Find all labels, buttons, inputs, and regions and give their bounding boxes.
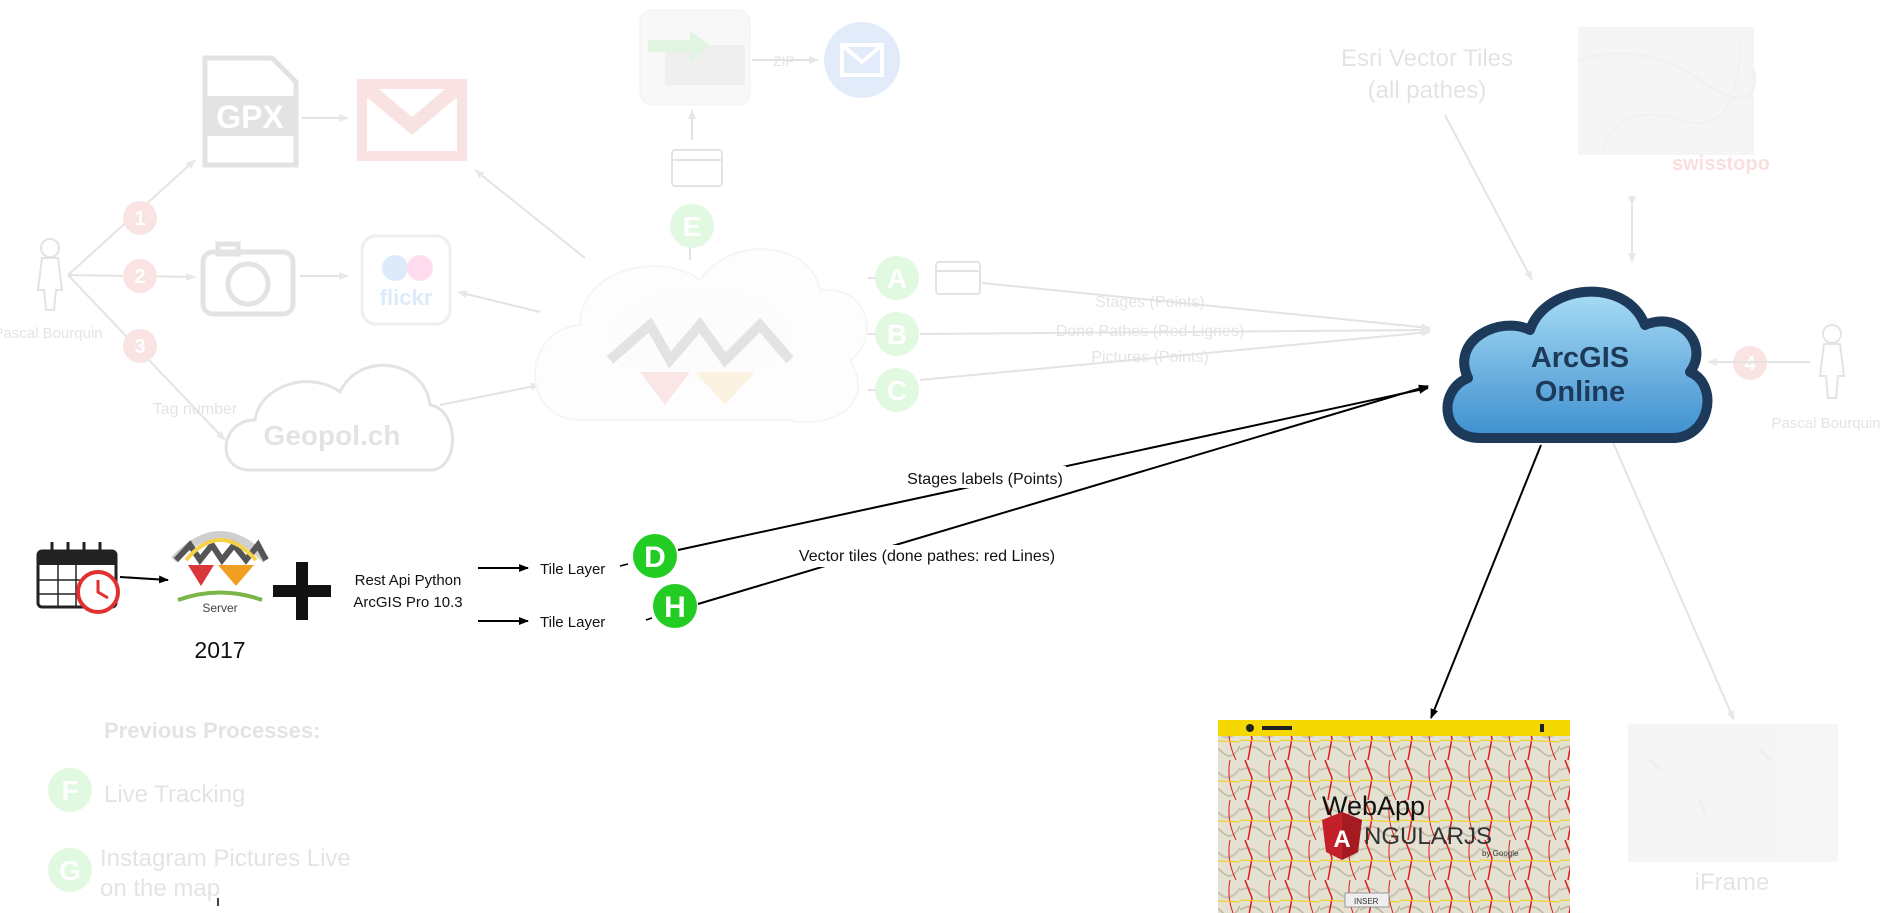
circle-c-letter: C xyxy=(887,375,907,406)
mail-icon xyxy=(824,22,900,98)
esri-vector-tiles-line1: Esri Vector Tiles xyxy=(1341,45,1513,72)
rest-api-label-line1: Rest Api Python xyxy=(355,572,462,589)
gpx-file-icon: GPX xyxy=(202,55,299,168)
rest-api-label-line2: ArcGIS Pro 10.3 xyxy=(353,594,462,611)
previous-item-instagram-text: Instagram Pictures Live on the map xyxy=(100,845,351,902)
circle-b-letter: B xyxy=(887,319,907,350)
gmail-icon xyxy=(357,78,467,161)
previous-item-instagram-text-wrap: Instagram Pictures Live on the map xyxy=(100,845,351,902)
person-right-label: Pascal Bourquin xyxy=(1771,415,1880,432)
circle-e: E xyxy=(670,204,714,248)
arcgis-label-line1: ArcGIS xyxy=(1531,342,1629,374)
step-3-marker: 3 xyxy=(123,329,157,363)
angularjs-logo: A NGULARJS by Google xyxy=(1322,812,1519,860)
calendar-small-icon-2 xyxy=(935,261,981,295)
flickr-icon: flickr xyxy=(360,234,452,326)
plus-icon xyxy=(273,562,331,620)
circle-c: C xyxy=(875,368,919,412)
previous-processes-title: Previous Processes: xyxy=(104,718,320,743)
step-4-marker: 4 xyxy=(1733,346,1767,380)
circle-d-letter: D xyxy=(644,541,666,574)
flow-label-done-pathes: Done Pathes (Red Lignes) xyxy=(1056,323,1245,340)
angular-label: NGULARJS xyxy=(1364,823,1492,850)
step-2-number: 2 xyxy=(134,266,145,288)
circle-f-letter: F xyxy=(61,775,78,806)
current-workflow-layer: Server 2017 Rest Api Python ArcGIS Pro 1… xyxy=(36,286,1713,913)
step-4-number: 4 xyxy=(1744,353,1756,375)
circle-e-letter: E xyxy=(683,211,702,242)
person-right-icon xyxy=(1818,324,1846,399)
server-export-icon xyxy=(639,9,751,106)
esri-vector-tiles-line2: (all pathes) xyxy=(1368,77,1487,104)
step-2-marker: 2 xyxy=(123,259,157,293)
zip-label: ZIP xyxy=(773,53,795,69)
tag-number-label: Tag number xyxy=(153,401,238,418)
circle-h: H xyxy=(653,584,697,628)
tile-layer-bottom-label: Tile Layer xyxy=(540,614,605,631)
step-1-marker: 1 xyxy=(123,201,157,235)
swisstopo-label: swisstopo xyxy=(1672,153,1770,175)
edge-vector-tiles xyxy=(697,384,1429,605)
arcgis-label-line2: Online xyxy=(1535,376,1625,408)
circle-g-letter: G xyxy=(59,855,81,886)
tile-layer-top-label: Tile Layer xyxy=(540,561,605,578)
previous-item-instagram: G Instagram Pictures Live on the map xyxy=(48,845,351,902)
previous-workflow-layer: Pascal Bourquin 1 2 3 GPX xyxy=(0,9,1881,902)
fme-desktop-cloud xyxy=(534,248,868,424)
edge-to-webapp xyxy=(1430,444,1542,719)
previous-item-live-tracking: F Live Tracking xyxy=(48,768,245,812)
angular-sub-label: by Google xyxy=(1482,849,1519,858)
iframe-label: iFrame xyxy=(1695,869,1770,896)
calendar-clock-icon xyxy=(36,542,120,614)
gpx-label: GPX xyxy=(216,99,284,135)
person-left-icon xyxy=(36,238,64,311)
webapp-screenshot: WebApp A NGULARJS by Google INSER xyxy=(1218,720,1570,913)
step-1-number: 1 xyxy=(134,208,145,230)
webapp-search-box xyxy=(1344,892,1390,908)
circle-h-letter: H xyxy=(664,591,686,624)
circle-d: D xyxy=(633,534,677,578)
previous-item-live-tracking-text: Live Tracking xyxy=(104,781,245,808)
arcgis-online-cloud: ArcGIS Online xyxy=(1442,286,1713,443)
person-left-label: Pascal Bourquin xyxy=(0,325,103,342)
circle-a-letter: A xyxy=(887,263,907,294)
flow-label-stages: Stages (Points) xyxy=(1095,294,1204,311)
webapp-search-text: INSER xyxy=(1354,897,1379,906)
camera-icon xyxy=(200,241,296,317)
circle-a: A xyxy=(875,256,919,300)
circle-b: B xyxy=(875,312,919,356)
svg-text:A: A xyxy=(1333,826,1350,853)
iframe-map-thumbnail xyxy=(1628,724,1838,862)
swisstopo-map-thumbnail xyxy=(1577,27,1757,156)
calendar-small-icon xyxy=(671,149,723,187)
flow-label-pictures: Pictures (Points) xyxy=(1091,349,1208,366)
geopol-cloud-icon: Geopol.ch xyxy=(224,363,454,472)
geopol-label: Geopol.ch xyxy=(264,420,401,451)
stages-labels-edge-label: Stages labels (Points) xyxy=(907,471,1063,488)
flickr-label: flickr xyxy=(380,285,433,310)
step-3-number: 3 xyxy=(134,336,145,358)
year-label: 2017 xyxy=(194,637,245,663)
fme-server-label: Server xyxy=(202,601,237,615)
vector-tiles-edge-label: Vector tiles (done pathes: red Lines) xyxy=(799,548,1055,565)
fme-server-logo: Server xyxy=(171,531,269,615)
